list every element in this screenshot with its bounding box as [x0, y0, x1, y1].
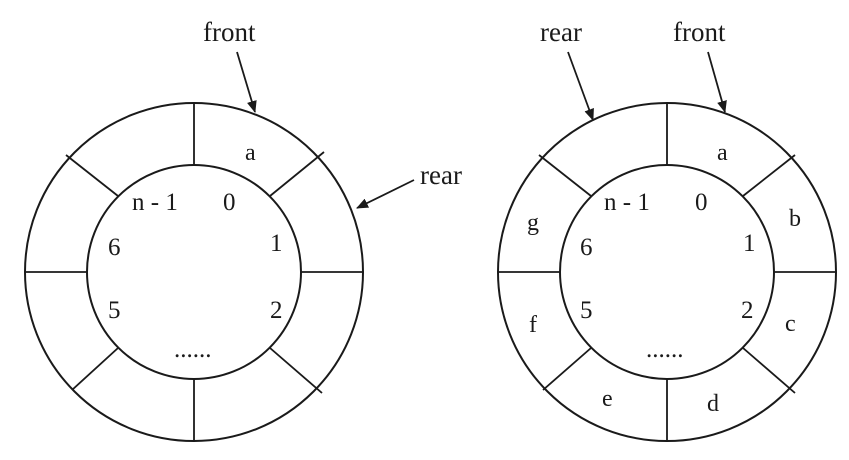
cell-value-b: b	[789, 206, 801, 232]
cell-value-a: a	[717, 140, 728, 166]
ellipsis-label: ......	[174, 336, 212, 363]
divider	[742, 154, 796, 197]
divider	[71, 347, 119, 391]
divider	[538, 154, 592, 197]
index-label-1: 1	[270, 230, 283, 257]
cell-value-a: a	[245, 140, 256, 166]
index-label-0: 0	[223, 189, 236, 216]
rear-label: rear	[540, 17, 582, 47]
queue-right: n - 1 0 1 2 5 6 ...... a b c d e f g rea…	[497, 17, 837, 442]
rear-arrow	[356, 179, 415, 209]
index-label-6: 6	[580, 234, 593, 261]
index-label-1: 1	[743, 230, 756, 257]
cell-value-d: d	[707, 391, 719, 417]
index-label-n-1: n - 1	[604, 189, 650, 216]
index-label-5: 5	[580, 297, 593, 324]
front-arrow	[707, 51, 727, 113]
index-label-0: 0	[695, 189, 708, 216]
index-label-2: 2	[741, 297, 754, 324]
index-label-n-1: n - 1	[132, 189, 178, 216]
index-label-5: 5	[108, 297, 121, 324]
front-label: front	[673, 17, 726, 47]
ellipsis-label: ......	[646, 336, 684, 363]
divider	[65, 154, 119, 197]
front-label: front	[203, 17, 256, 47]
cell-value-g: g	[527, 210, 539, 236]
cell-value-c: c	[785, 311, 796, 337]
cell-value-e: e	[602, 386, 613, 412]
front-arrow	[236, 51, 257, 113]
rear-label: rear	[420, 160, 462, 190]
rear-arrow	[567, 51, 594, 121]
index-label-2: 2	[270, 297, 283, 324]
queue-left: n - 1 0 1 2 5 6 ...... a front rear	[24, 17, 462, 442]
index-label-6: 6	[108, 234, 121, 261]
divider	[742, 347, 796, 394]
cell-value-f: f	[529, 312, 537, 338]
divider	[542, 347, 592, 391]
divider	[269, 151, 325, 197]
divider	[269, 347, 323, 394]
